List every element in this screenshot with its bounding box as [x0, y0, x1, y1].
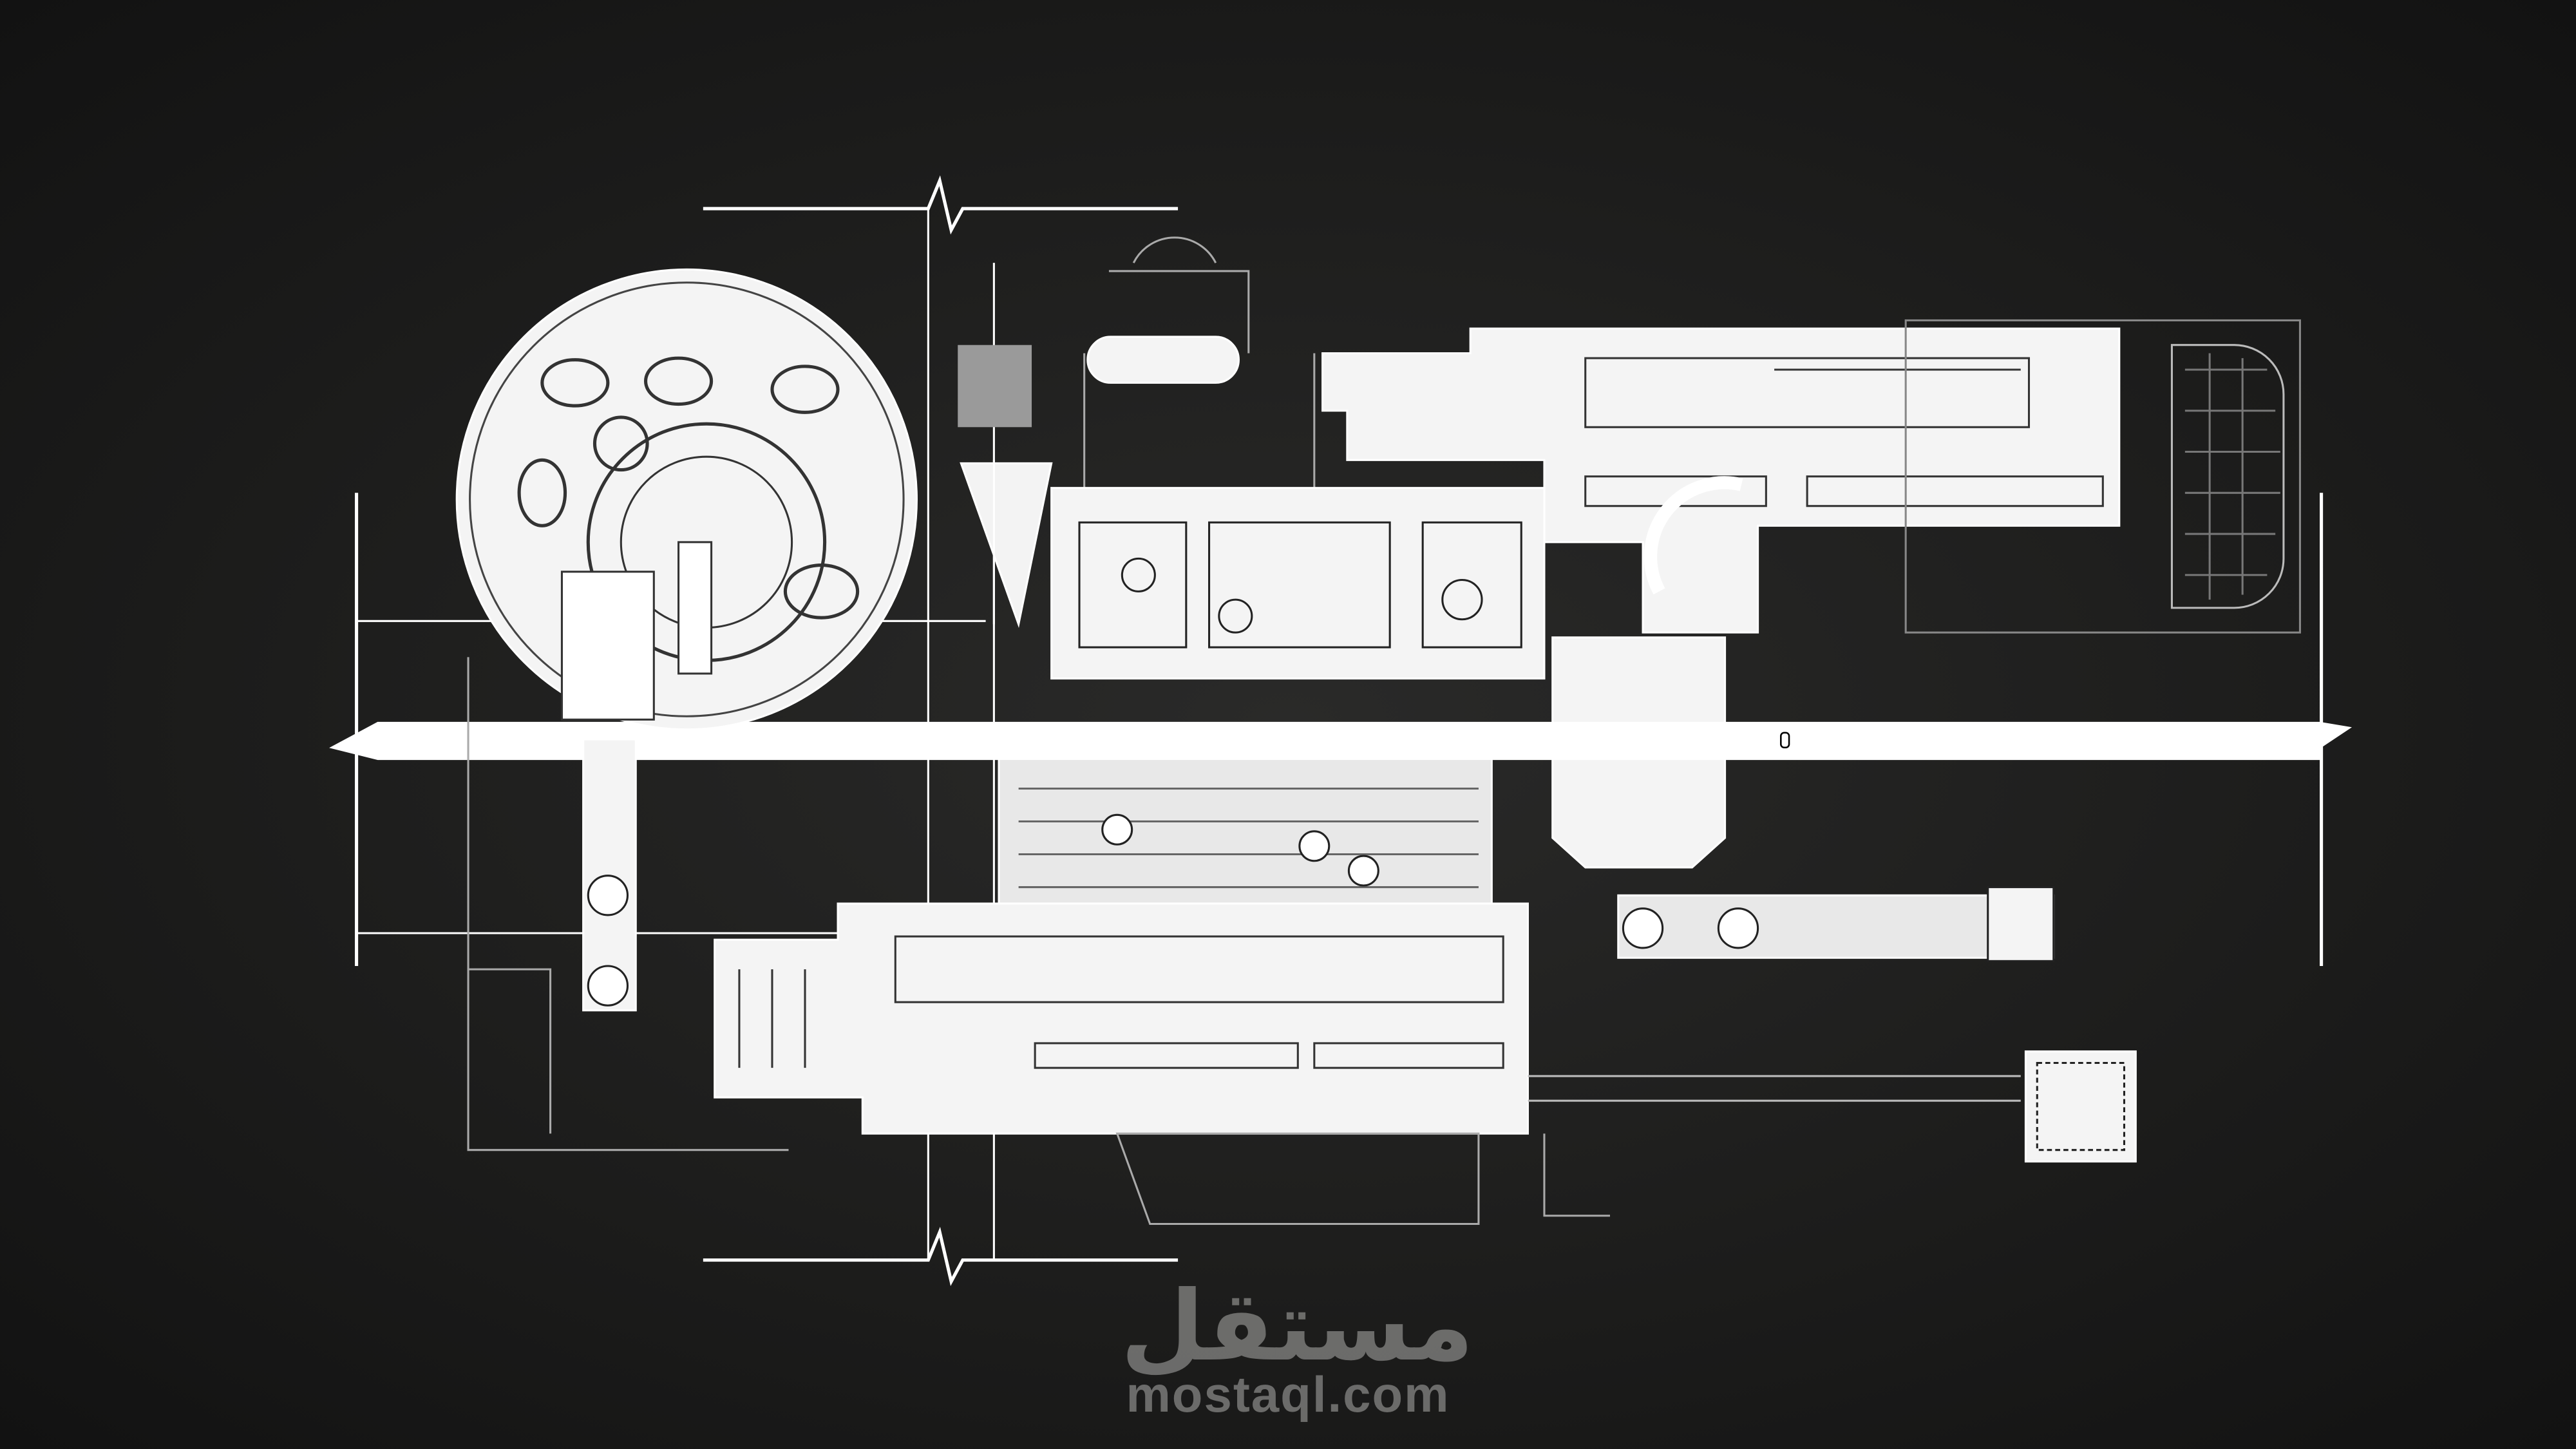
pipe-block: [998, 758, 1493, 916]
break-line-top: [703, 175, 1179, 235]
kiosk: [2024, 1050, 2137, 1163]
long-building-north: [1321, 327, 2121, 634]
axis-marker: [1780, 732, 1790, 748]
east-pavilion: [1617, 894, 2055, 959]
watermark-arabic: مستقل: [1121, 1271, 1474, 1383]
watermark-latin: mostaql.com: [1126, 1366, 1450, 1423]
break-line-bottom: [703, 1226, 1179, 1286]
spherical-building-plan: [455, 268, 918, 731]
long-building-south: [714, 902, 1529, 1135]
courtyard-block: [1050, 487, 1546, 680]
